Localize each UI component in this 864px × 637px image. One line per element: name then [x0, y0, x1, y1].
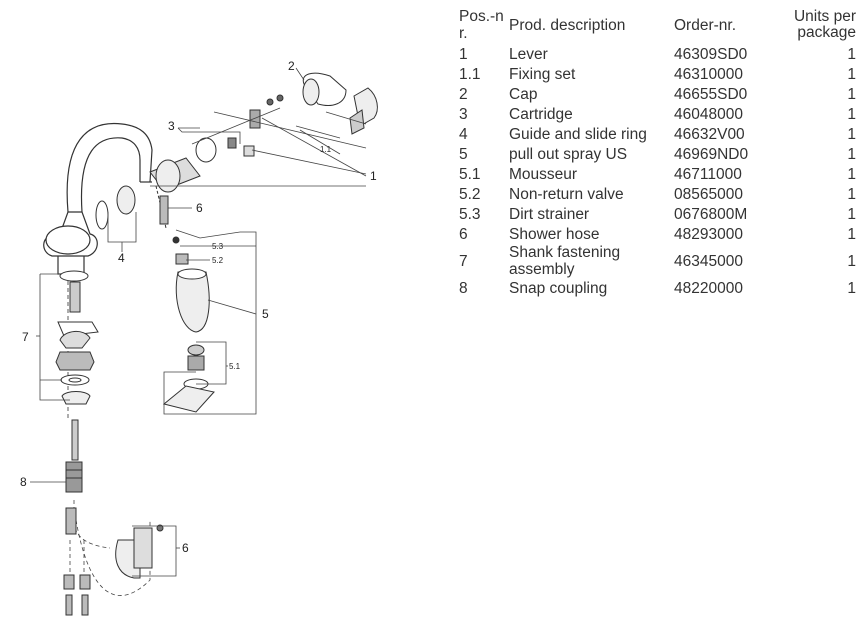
row-pos: 5.1	[459, 165, 481, 183]
row-order-nr: 46655SD0	[674, 85, 748, 103]
row-pos: 8	[459, 279, 468, 297]
callout-5: 5	[262, 307, 269, 321]
row-order-nr: 46048000	[674, 105, 743, 123]
cartridge-lever-group	[95, 72, 378, 230]
table-row: 5.1 Mousseur 46711000 1	[452, 164, 864, 184]
callout-3: 3	[168, 119, 175, 133]
row-pos: 7	[459, 252, 468, 270]
callout-6-top: 6	[196, 201, 203, 215]
table-row: 5.3 Dirt strainer 0676800M 1	[452, 204, 864, 224]
row-pos: 2	[459, 85, 468, 103]
callout-7: 7	[22, 330, 29, 344]
table-row: 4 Guide and slide ring 46632V00 1	[452, 124, 864, 144]
table-header-row: Pos.-nr. Prod. description Order-nr. Uni…	[452, 6, 864, 44]
callout-8: 8	[20, 475, 27, 489]
row-units: 1	[847, 225, 856, 243]
row-units: 1	[847, 165, 856, 183]
table-row: 1 Lever 46309SD0 1	[452, 44, 864, 64]
supply-hoses	[63, 507, 91, 616]
row-units: 1	[847, 185, 856, 203]
callout-5-1: 5.1	[229, 362, 241, 371]
row-order-nr: 46345000	[674, 252, 743, 270]
hose-weight-part	[115, 524, 164, 579]
table-row: 1.1 Fixing set 46310000 1	[452, 64, 864, 84]
row-order-nr: 46711000	[674, 165, 742, 183]
row-description: Dirt strainer	[509, 205, 590, 223]
row-units: 1	[847, 125, 856, 143]
row-description: Guide and slide ring	[509, 125, 647, 143]
table-row: 5 pull out spray US 46969ND0 1	[452, 144, 864, 164]
exploded-view-diagram: 2 3 1.1 1 6 4 5.3 5.2 5 5.1 7 8 6	[20, 59, 378, 616]
row-description: Cartridge	[509, 105, 573, 123]
row-pos: 4	[459, 125, 468, 143]
row-units: 1	[847, 252, 856, 270]
row-units: 1	[847, 105, 856, 123]
row-pos: 1	[459, 45, 468, 63]
row-description: Lever	[509, 45, 548, 63]
row-order-nr: 48220000	[674, 279, 743, 297]
header-description: Prod. description	[509, 16, 626, 34]
row-order-nr: 46632V00	[674, 125, 745, 143]
row-pos: 6	[459, 225, 468, 243]
row-order-nr: 46309SD0	[674, 45, 748, 63]
row-order-nr: 46969ND0	[674, 145, 749, 163]
row-order-nr: 46310000	[674, 65, 743, 83]
callout-1: 1	[370, 169, 377, 183]
row-units: 1	[847, 45, 856, 63]
callout-4: 4	[118, 251, 125, 265]
row-order-nr: 0676800M	[674, 205, 748, 223]
table-row: 5.2 Non-return valve 08565000 1	[452, 184, 864, 204]
row-units: 1	[847, 205, 856, 223]
row-order-nr: 48293000	[674, 225, 743, 243]
row-description: Shower hose	[509, 225, 600, 243]
row-description: Non-return valve	[509, 185, 624, 203]
table-row: 2 Cap 46655SD0 1	[452, 84, 864, 104]
snap-coupling-part	[65, 461, 83, 493]
row-pos: 5.2	[459, 185, 481, 203]
row-description: Shank fastening assembly	[509, 244, 621, 278]
shank-assembly-parts	[55, 270, 99, 461]
row-description: pull out spray US	[509, 145, 628, 163]
row-units: 1	[847, 65, 856, 83]
faucet-body	[43, 122, 153, 420]
table-row: 3 Cartridge 46048000 1	[452, 104, 864, 124]
table-row: 7 Shank fastening assembly 46345000 1	[452, 244, 864, 278]
row-units: 1	[847, 85, 856, 103]
callout-5-3: 5.3	[212, 242, 224, 251]
shank-leader-lines	[30, 273, 180, 577]
table-row: 8 Snap coupling 48220000 1	[452, 278, 864, 298]
callout-2: 2	[288, 59, 295, 73]
row-units: 1	[847, 145, 856, 163]
row-order-nr: 08565000	[674, 185, 743, 203]
header-order-nr: Order-nr.	[674, 16, 737, 34]
header-pos-nr: Pos.-nr.	[459, 8, 504, 42]
spray-head-parts	[155, 185, 215, 413]
row-units: 1	[847, 279, 856, 297]
row-description: Mousseur	[509, 165, 578, 183]
spray-leader-lines	[163, 229, 257, 415]
row-description: Fixing set	[509, 65, 576, 83]
callout-6-bottom: 6	[182, 541, 189, 555]
row-pos: 5	[459, 145, 468, 163]
parts-table: Pos.-nr. Prod. description Order-nr. Uni…	[452, 6, 864, 298]
table-row: 6 Shower hose 48293000 1	[452, 224, 864, 244]
hose-routing-lines	[69, 500, 151, 596]
row-pos: 5.3	[459, 205, 481, 223]
callout-5-2: 5.2	[212, 256, 224, 265]
row-description: Snap coupling	[509, 279, 608, 297]
row-pos: 1.1	[459, 65, 481, 83]
row-description: Cap	[509, 85, 538, 103]
header-units-per-package: Units per package	[793, 8, 856, 41]
row-pos: 3	[459, 105, 468, 123]
callout-1-1: 1.1	[320, 145, 332, 154]
